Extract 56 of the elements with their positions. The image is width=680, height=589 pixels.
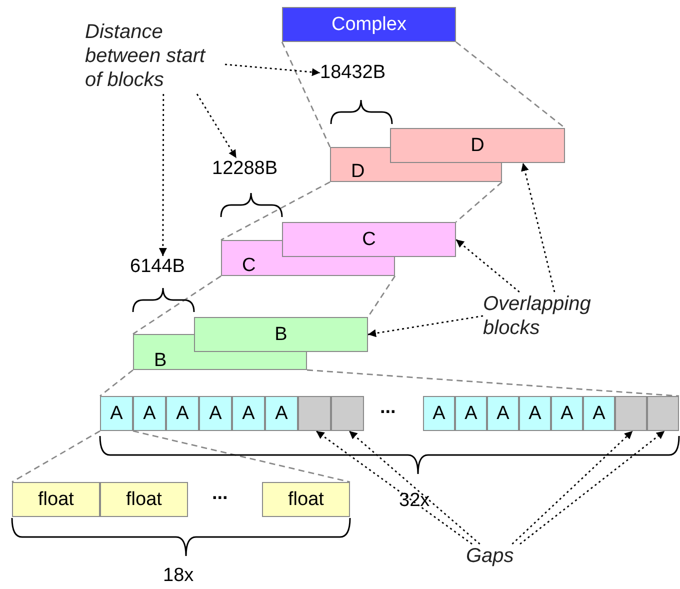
arrow <box>224 64 320 76</box>
projection-line <box>367 276 396 318</box>
memory-block: B <box>133 352 307 370</box>
memory-block: A <box>232 396 265 431</box>
arrow <box>196 94 237 158</box>
projection-line <box>132 275 222 335</box>
ellipsis-label: ... <box>212 483 228 505</box>
size-label: 12288B <box>212 158 278 180</box>
memory-block: A <box>455 396 487 431</box>
memory-block: A <box>199 396 232 431</box>
arrow <box>158 94 167 256</box>
memory-block: A <box>100 396 133 431</box>
count-label: 18x <box>163 565 194 587</box>
annotation-text: Gaps <box>466 544 526 568</box>
arrow <box>512 430 634 544</box>
projection-line <box>456 181 502 223</box>
memory-block: A <box>551 396 583 431</box>
arrow <box>521 162 556 292</box>
memory-block: B <box>194 317 368 352</box>
memory-block: A <box>423 396 455 431</box>
memory-block: A <box>133 396 166 431</box>
count-label: 32x <box>399 490 430 512</box>
gap-block <box>647 396 679 431</box>
gap-block <box>298 396 331 431</box>
memory-block: A <box>583 396 615 431</box>
projection-line <box>100 369 134 397</box>
memory-block: A <box>166 396 199 431</box>
arrow <box>368 315 484 338</box>
memory-block: D <box>390 128 565 163</box>
size-label: 18432B <box>320 62 386 84</box>
arrow <box>456 238 520 293</box>
float-cell: float <box>262 482 350 517</box>
memory-block: C <box>282 222 456 257</box>
projection-line <box>306 369 680 397</box>
memory-block: D <box>330 163 502 182</box>
projection-line <box>132 430 350 483</box>
size-label: 6144B <box>130 256 185 278</box>
memory-block: C <box>221 257 395 276</box>
ellipsis-label: ... <box>380 397 396 419</box>
memory-block: A <box>487 396 519 431</box>
struct-box: Complex <box>282 7 456 42</box>
gap-block <box>615 396 647 431</box>
float-cell: float <box>12 482 100 517</box>
projection-line <box>281 42 331 148</box>
projection-line <box>12 430 100 483</box>
arrow <box>316 430 472 545</box>
projection-line <box>456 41 566 129</box>
memory-block: A <box>519 396 551 431</box>
annotation-text: Overlapping blocks <box>483 292 613 340</box>
annotation-text: Distance between start of blocks <box>85 20 225 92</box>
float-cell: float <box>100 482 188 517</box>
projection-line <box>220 181 330 241</box>
memory-block: A <box>265 396 298 431</box>
arrow <box>348 430 480 545</box>
gap-block <box>331 396 364 431</box>
arrow <box>520 430 666 545</box>
